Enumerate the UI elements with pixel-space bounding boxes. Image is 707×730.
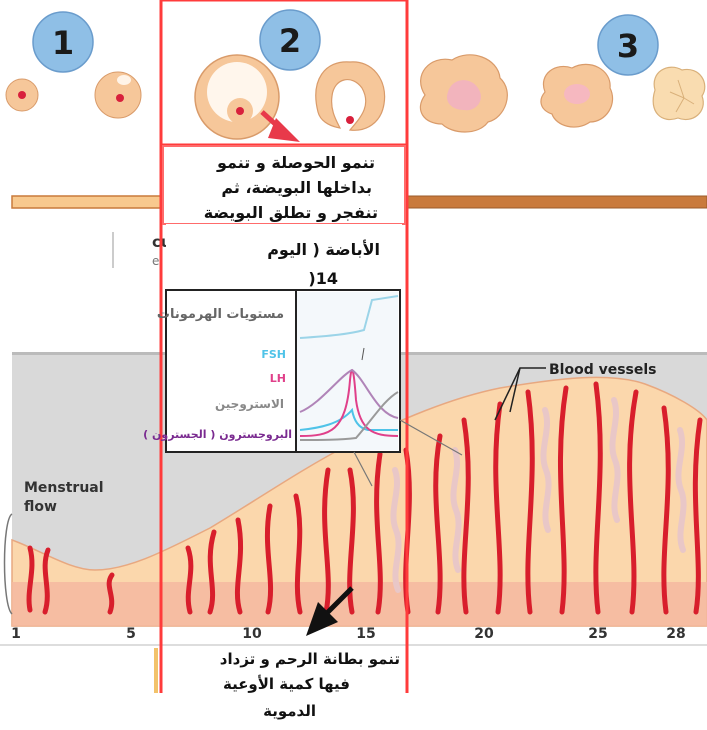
blood-vessels-label: Blood vessels	[549, 362, 657, 378]
day-tick-10: 10	[242, 626, 262, 642]
rupture-arrow	[262, 112, 300, 142]
ruptured-follicle	[316, 62, 385, 130]
left-bracket	[5, 514, 13, 614]
ovary-caption-box: تنمو الحوصلة و تنمو بداخلها البويضة، ثم …	[163, 146, 405, 224]
corpus-luteum	[541, 64, 613, 127]
lining-caption-line-2: فيها كمية الأوعية	[223, 675, 350, 693]
ovulation-caption-line-2: 14(	[308, 269, 338, 288]
partial-phase-label-2: e	[152, 254, 159, 268]
stage-badge-3: 3	[598, 15, 658, 75]
primary-follicle	[6, 79, 38, 111]
stage-badge-3-label: 3	[617, 27, 639, 65]
stage-badge-2-label: 2	[279, 22, 301, 60]
stage-badge-1-label: 1	[52, 24, 74, 62]
day-axis: 1 5 10 15 20 25 28	[0, 626, 707, 646]
secondary-follicle	[95, 72, 141, 118]
hormone-label-estrogen: الاستروجين	[215, 397, 284, 412]
hormone-label-progesterone: البروجسترون ( الجسترون )	[143, 428, 292, 441]
lining-caption: تنمو بطانة الرحم و تزداد فيها كمية الأوع…	[220, 650, 400, 720]
menstrual-flow-label-2: flow	[24, 499, 57, 515]
ovary-caption-line-3: تنفجر و تطلق البويضة	[204, 203, 378, 222]
hormone-levels-inset: مستويات الهرمونات FSH LH الاستروجين البر…	[143, 290, 400, 452]
ovulation-caption-line-1: الأباضة ( اليوم	[267, 240, 380, 259]
corpus-luteum-forming	[420, 55, 507, 132]
menstrual-flow-label: Menstrual	[24, 480, 104, 496]
lining-caption-line-3: الدموية	[263, 702, 316, 720]
mature-follicle	[195, 55, 279, 139]
ovary-follicle-band: 1 2 3	[6, 10, 705, 139]
day-tick-15: 15	[356, 626, 375, 642]
stage-badge-1: 1	[33, 12, 93, 72]
hormone-label-lh: LH	[270, 372, 286, 385]
day-tick-1: 1	[11, 626, 21, 642]
day-tick-5: 5	[126, 626, 136, 642]
day-tick-28: 28	[666, 626, 685, 642]
stage-badge-2: 2	[260, 10, 320, 70]
day-tick-25: 25	[588, 626, 607, 642]
corpus-albicans	[653, 67, 705, 119]
ovary-caption-line-1: تنمو الحوصلة و تنمو	[216, 153, 375, 172]
day-tick-20: 20	[474, 626, 494, 642]
lining-caption-line-1: تنمو بطانة الرحم و تزداد	[220, 650, 400, 668]
hormone-inset-title: مستويات الهرمونات	[157, 307, 284, 322]
ovary-caption-line-2: بداخلها البويضة، ثم	[221, 178, 372, 197]
hormone-label-fsh: FSH	[261, 348, 286, 361]
